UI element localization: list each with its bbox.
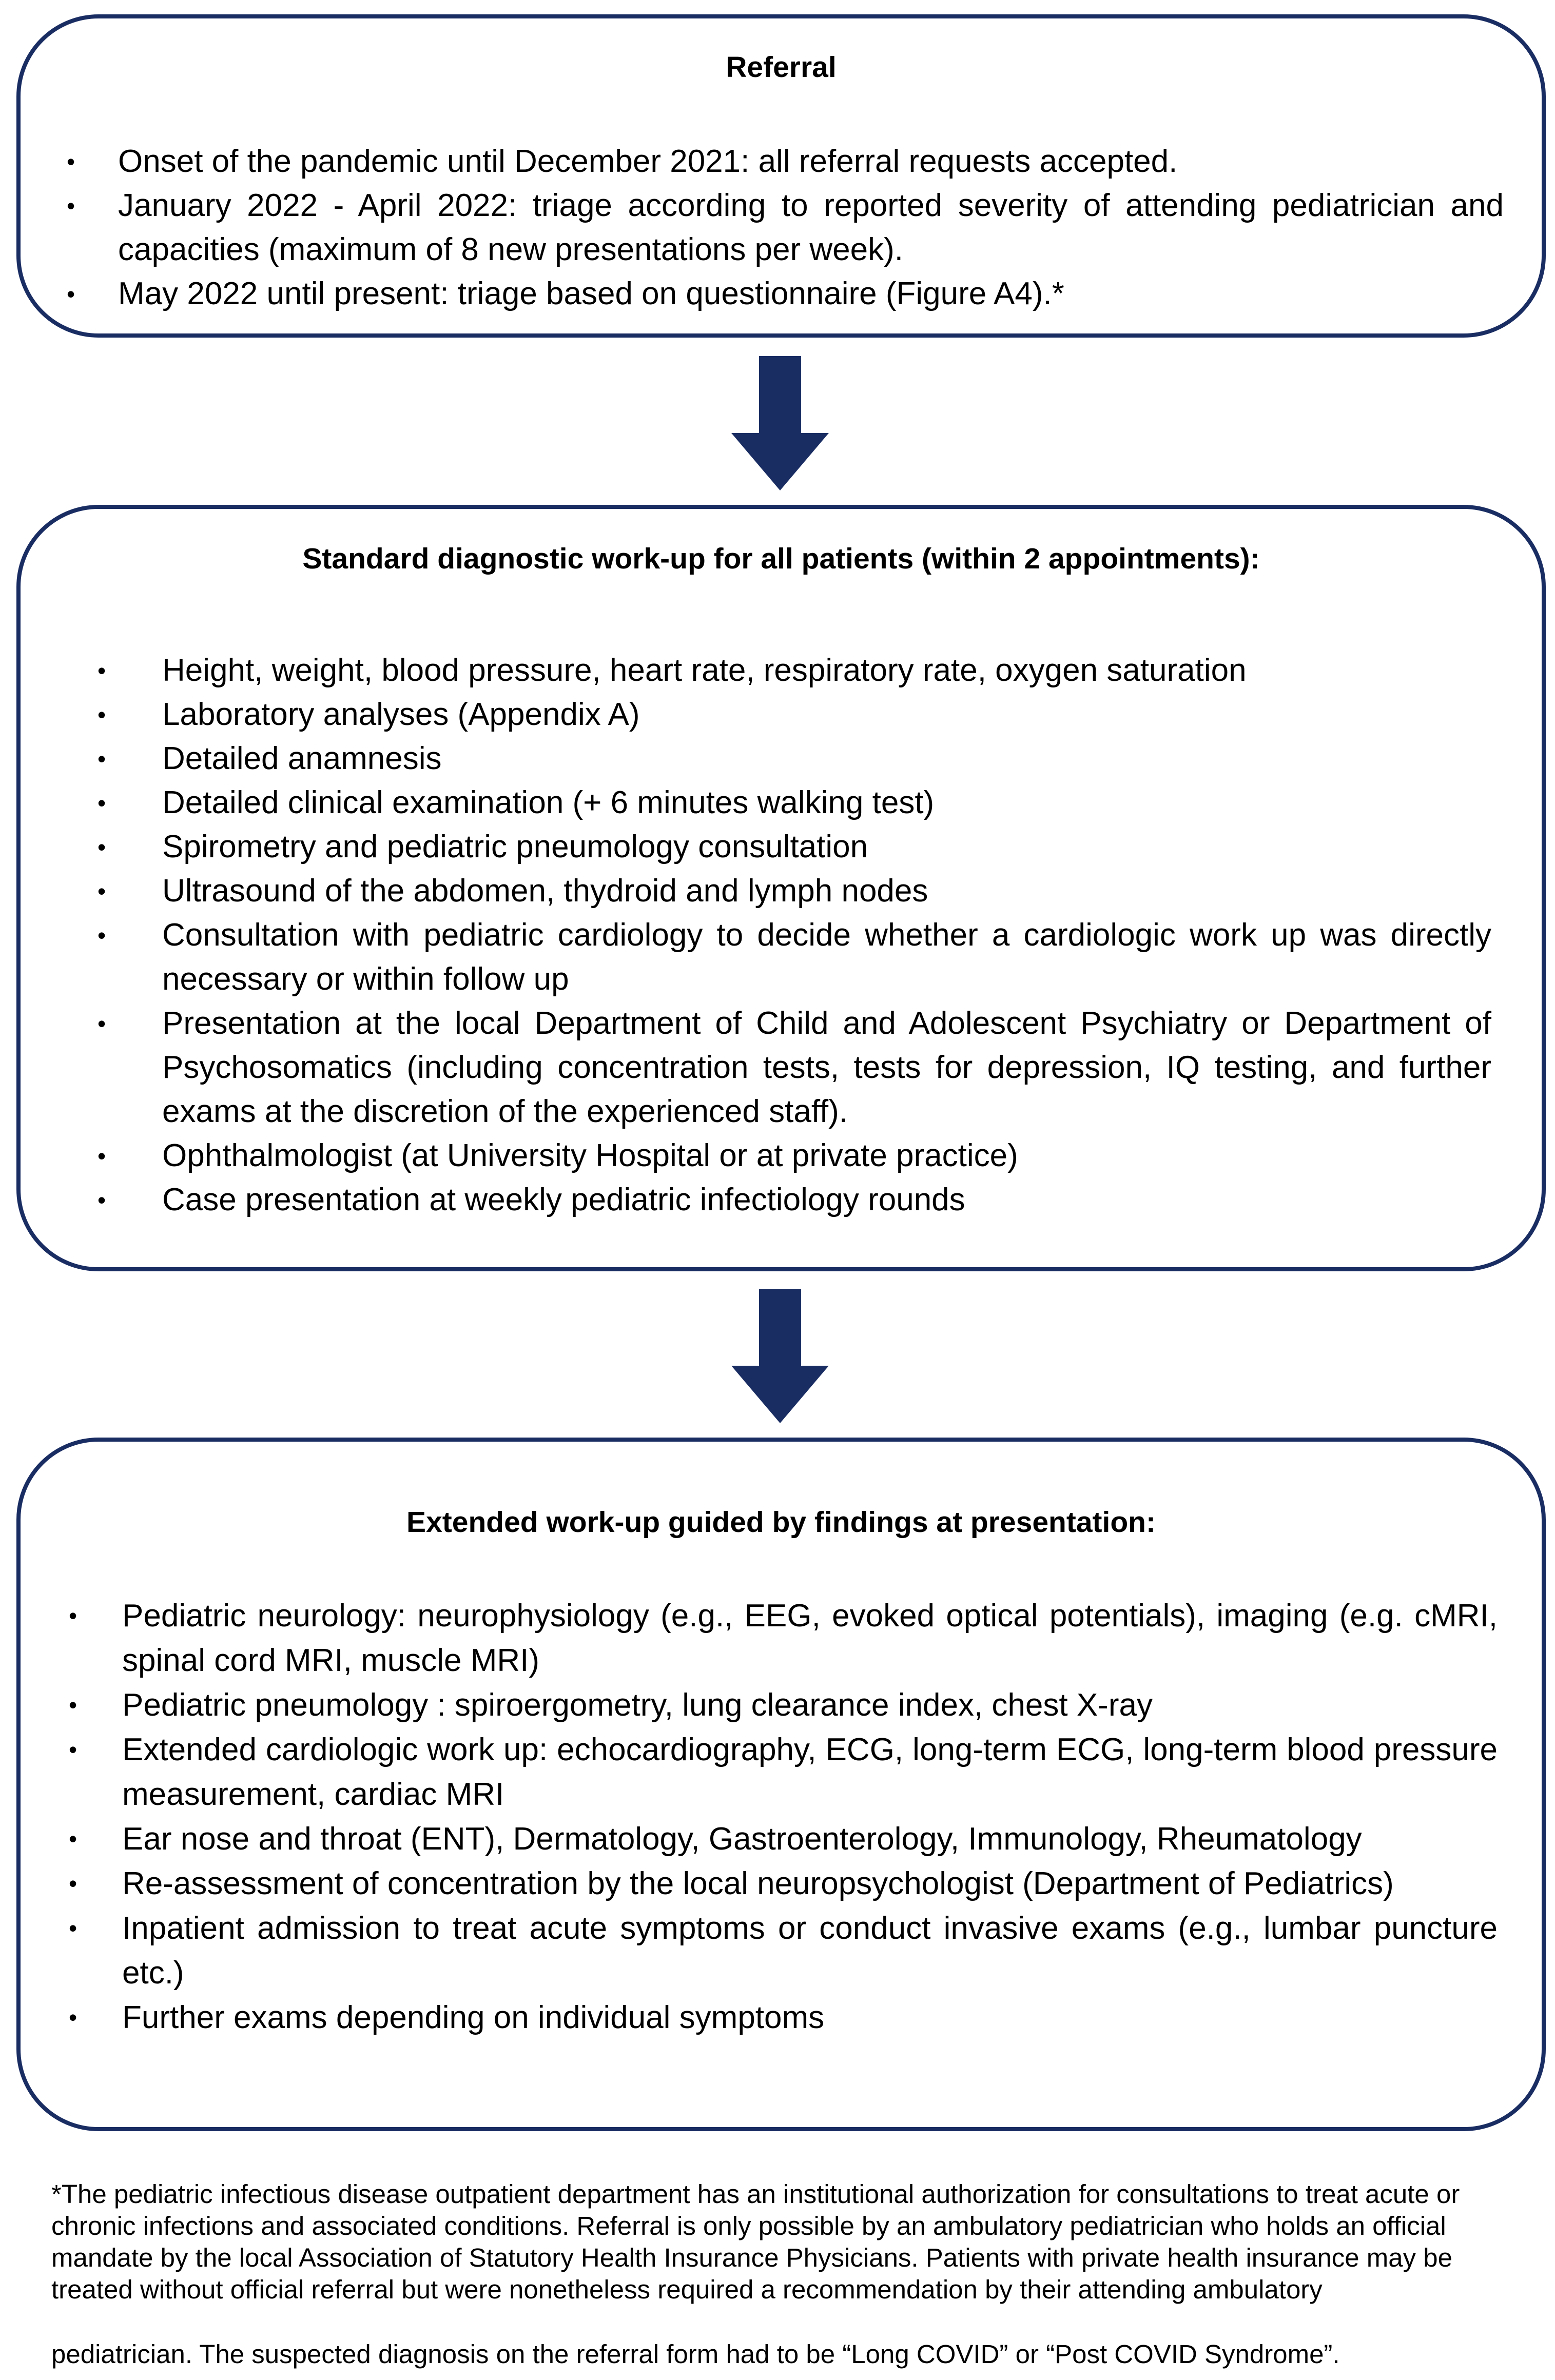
list-item: •Re-assessment of concentration by the l… [69, 1861, 1498, 1906]
list-item: •May 2022 until present: triage based on… [67, 272, 1504, 316]
bullet-icon: • [69, 2004, 77, 2031]
extended-workup-title: Extended work-up guided by findings at p… [406, 1506, 1156, 1539]
list-item: •Inpatient admission to treat acute symp… [69, 1906, 1498, 1995]
standard-workup-title: Standard diagnostic work-up for all pati… [302, 542, 1260, 575]
bullet-icon: • [98, 790, 106, 816]
list-item: •Detailed clinical examination (+ 6 minu… [98, 781, 1491, 825]
list-item: •Detailed anamnesis [98, 737, 1491, 781]
bullet-icon: • [69, 1825, 77, 1852]
list-item: •Ultrasound of the abdomen, thydroid and… [98, 869, 1491, 913]
bullet-icon: • [98, 834, 106, 860]
footnote-last-line: pediatrician. The suspected diagnosis on… [51, 2339, 1340, 2369]
bullet-icon: • [98, 1187, 106, 1213]
down-arrow-icon [731, 356, 829, 490]
standard-workup-box: Standard diagnostic work-up for all pati… [16, 505, 1546, 1271]
extended-workup-list: •Pediatric neurology: neurophysiology (e… [69, 1594, 1498, 2040]
list-item: •Spirometry and pediatric pneumology con… [98, 825, 1491, 869]
bullet-icon: • [98, 922, 106, 949]
list-item: •Ear nose and throat (ENT), Dermatology,… [69, 1817, 1498, 1861]
footnote: *The pediatric infectious disease outpat… [51, 2179, 1460, 2304]
list-item: •Height, weight, blood pressure, heart r… [98, 648, 1491, 693]
bullet-icon: • [98, 745, 106, 772]
bullet-icon: • [69, 1736, 77, 1763]
bullet-icon: • [69, 1691, 77, 1718]
list-item: •Pediatric neurology: neurophysiology (e… [69, 1594, 1498, 1683]
bullet-icon: • [98, 1010, 106, 1037]
list-item: •Ophthalmologist (at University Hospital… [98, 1134, 1491, 1178]
bullet-icon: • [98, 701, 106, 728]
list-item: •Case presentation at weekly pediatric i… [98, 1178, 1491, 1222]
list-item: •Pediatric pneumology : spiroergometry, … [69, 1683, 1498, 1727]
list-item: •Extended cardiologic work up: echocardi… [69, 1727, 1498, 1817]
list-item: •Presentation at the local Department of… [98, 1001, 1491, 1134]
bullet-icon: • [67, 148, 75, 175]
extended-workup-box: Extended work-up guided by findings at p… [16, 1438, 1546, 2131]
referral-title: Referral [726, 51, 837, 84]
list-item: •Consultation with pediatric cardiology … [98, 913, 1491, 1001]
standard-workup-list: •Height, weight, blood pressure, heart r… [98, 648, 1491, 1222]
bullet-icon: • [67, 281, 75, 307]
list-item: •Laboratory analyses (Appendix A) [98, 693, 1491, 737]
list-item: •January 2022 - April 2022: triage accor… [67, 184, 1504, 272]
list-item: •Further exams depending on individual s… [69, 1995, 1498, 2040]
bullet-icon: • [98, 878, 106, 904]
bullet-icon: • [98, 1143, 106, 1169]
bullet-icon: • [69, 1602, 77, 1629]
down-arrow-icon [731, 1289, 829, 1423]
referral-list: •Onset of the pandemic until December 20… [67, 140, 1504, 316]
list-item: •Onset of the pandemic until December 20… [67, 140, 1504, 184]
bullet-icon: • [67, 192, 75, 219]
referral-box: Referral •Onset of the pandemic until De… [16, 14, 1546, 338]
bullet-icon: • [69, 1870, 77, 1897]
bullet-icon: • [69, 1915, 77, 1941]
bullet-icon: • [98, 657, 106, 684]
